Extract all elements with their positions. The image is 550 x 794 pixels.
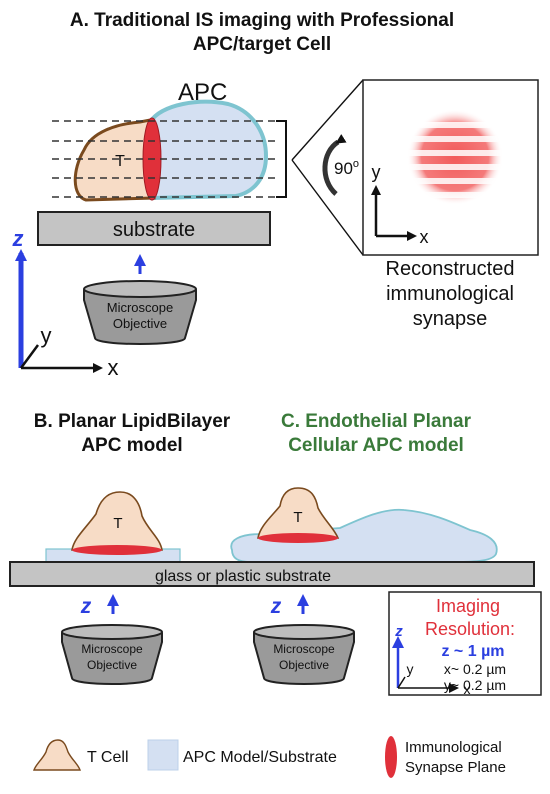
apc-cell [144,99,269,201]
shared-substrate [9,561,535,587]
objective-a-label2: Objective [113,316,167,331]
recon-caption-2: immunological [386,283,514,305]
objective-b-label2: Objective [87,658,137,672]
resolution-axis-x: x [464,681,471,697]
legend-synapse-label-1: Immunological [405,739,502,756]
shared-substrate-label: glass or plastic substrate [155,568,331,585]
panel-b-z-label: z [80,595,92,618]
axis-a-x: x [108,355,119,380]
resolution-x: x~ 0.2 µm [444,661,506,677]
resolution-box: Imaging Resolution: z ~ 1 µm x~ 0.2 µm y… [388,591,542,697]
panel-b-subtitle: APC model [81,435,182,456]
panel-a-subtitle: APC/target Cell [193,34,331,55]
objective-c: Microscope Objective [253,624,355,685]
recon-axis-x: x [420,227,429,247]
resolution-title-2: Resolution: [425,619,515,639]
t-cell-c-label: T [293,509,302,526]
recon-axis-y: y [372,162,381,182]
t-cell-label: T [115,153,125,170]
recon-axes: y x [371,162,429,247]
panel-a-title: A. Traditional IS imaging with Professio… [70,10,454,31]
objective-b-label1: Microscope [81,642,143,656]
recon-caption-3: synapse [413,308,488,330]
scan-bracket [276,120,287,198]
zoom-lines [291,79,364,256]
recon-caption-1: Reconstructed [386,258,515,280]
objective-a: Microscope Objective [83,280,197,345]
panel-c-subtitle: Cellular APC model [288,435,464,456]
resolution-y: y~ 0.2 µm [444,677,506,693]
objective-b: Microscope Objective [61,624,163,685]
legend-t-cell-label: T Cell [87,749,129,766]
panel-b: B. Planar LipidBilayer APC model T [34,411,231,563]
t-cell-b [71,491,163,551]
reconstructed-synapse [400,109,510,205]
axis-a-z: z [12,226,24,251]
t-cell-b-label: T [113,515,122,532]
rotation-arrow [322,134,347,196]
axis-a-y: y [41,323,52,348]
objective-c-label1: Microscope [273,642,335,656]
legend-synapse-label-2: Synapse Plane [405,759,506,776]
legend-t-cell-icon [33,739,81,771]
legend-apc-icon [147,739,179,771]
legend-synapse-icon [385,736,397,778]
panel-b-title: B. Planar LipidBilayer [34,411,231,432]
objective-a-label1: Microscope [107,300,173,315]
resolution-axis-z: z [394,623,403,640]
rotation-degree: o [353,158,359,170]
resolution-z: z ~ 1 µm [441,643,504,660]
synapse-b [72,545,162,555]
substrate-a-label: substrate [113,219,195,241]
panel-c: C. Endothelial Planar Cellular APC model… [230,411,498,563]
rotation-value: 90 [334,159,353,178]
light-b: z [80,594,119,618]
scan-planes [52,120,276,198]
objective-c-label2: Objective [279,658,329,672]
legend: T Cell APC Model/Substrate Immunological… [33,736,506,778]
resolution-axis-y: y [407,661,414,677]
legend-apc-label: APC Model/Substrate [183,749,337,766]
rotation-label: 90o [334,158,359,178]
substrate-a [37,211,271,246]
panel-c-title: C. Endothelial Planar [281,411,472,432]
t-cell-c [257,487,340,539]
synapse-c [258,533,338,543]
panel-c-z-label: z [270,595,282,618]
light-c: z [270,594,309,618]
resolution-title-1: Imaging [436,596,500,616]
panel-a: A. Traditional IS imaging with Professio… [12,10,539,380]
axes-a: z x y [12,226,119,380]
